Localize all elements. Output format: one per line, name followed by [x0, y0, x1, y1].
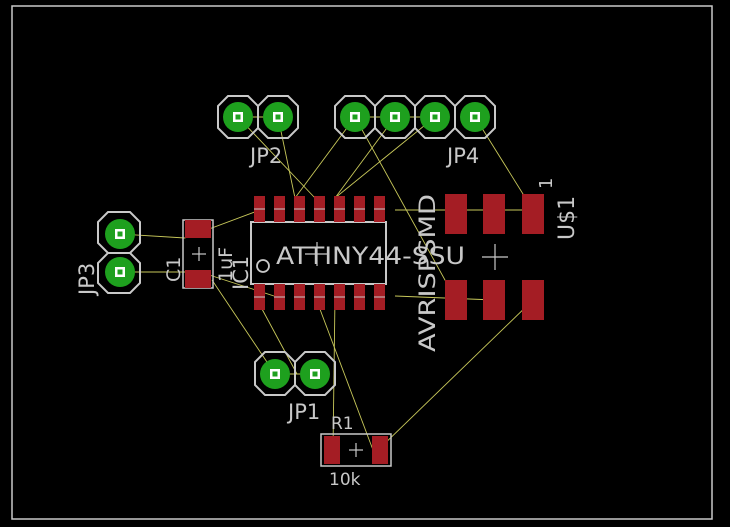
us1-label: U$1 — [555, 196, 580, 240]
through-hole-pad-icon — [263, 102, 293, 132]
jp2-header: JP2 — [217, 95, 299, 168]
jp1-label: JP1 — [286, 400, 320, 424]
jp3-header: JP3 — [75, 211, 141, 297]
through-hole-pad-icon — [460, 102, 490, 132]
jp4-label: JP4 — [445, 144, 479, 168]
smd-pad-icon — [372, 436, 388, 464]
smd-pad-icon — [324, 436, 340, 464]
board-outline — [11, 5, 713, 520]
jp1-header: JP1 — [254, 351, 336, 424]
origin-cross-icon — [305, 242, 329, 266]
r1-label: R1 — [331, 414, 354, 434]
jp3-label: JP3 — [75, 263, 99, 297]
jp2-label: JP2 — [248, 144, 282, 168]
ic1-attiny: ATTINY44-SSU IC1 — [229, 196, 465, 310]
avrisp-label: AVRISPSMD — [416, 194, 441, 352]
through-hole-pad-icon — [300, 359, 330, 389]
jp4-header: JP4 — [334, 95, 496, 168]
through-hole-pad-icon — [420, 102, 450, 132]
origin-cross-icon — [192, 247, 206, 261]
pin1-label: 1 — [536, 178, 557, 189]
c1-label: C1 — [163, 257, 185, 282]
pin1-dot-icon — [256, 259, 270, 273]
ic1-label: IC1 — [229, 256, 253, 290]
c1-value: 1uF — [215, 247, 237, 282]
avrisp-connector: AVRISPSMD U$1 1 — [416, 178, 580, 352]
through-hole-pad-icon — [223, 102, 253, 132]
through-hole-pad-icon — [105, 257, 135, 287]
r1-resistor: R1 10k — [320, 414, 392, 490]
through-hole-pad-icon — [380, 102, 410, 132]
smd-pad-icon — [185, 270, 211, 288]
smd-pad-icon — [185, 220, 211, 238]
r1-value: 10k — [329, 470, 361, 490]
c1-capacitor: C1 1uF — [163, 219, 237, 289]
origin-cross-icon — [349, 443, 363, 457]
origin-cross-icon — [482, 244, 508, 270]
through-hole-pad-icon — [105, 219, 135, 249]
smd-pad-icon — [445, 194, 467, 234]
through-hole-pad-icon — [340, 102, 370, 132]
attiny-label: ATTINY44-SSU — [276, 242, 465, 270]
through-hole-pad-icon — [260, 359, 290, 389]
